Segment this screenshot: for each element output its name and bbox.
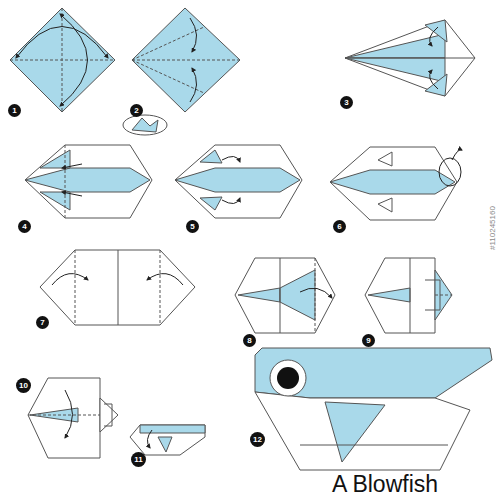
- callout-number: 7: [36, 316, 49, 329]
- step-1-square: [10, 60, 115, 61]
- step-3-kite: [430, 70, 438, 89]
- step-2-square: [132, 60, 204, 93]
- step-8-folded-body: [238, 288, 280, 302]
- step-12-blowfish: [325, 402, 385, 462]
- step-8-folded-body: [235, 258, 335, 333]
- step-12-blowfish: [255, 348, 492, 470]
- step-6-fish-base: [378, 198, 392, 212]
- step-8-folded-body: [235, 258, 335, 333]
- step-7-hexagon: [52, 274, 88, 285]
- step-12-blowfish: [300, 445, 448, 446]
- step-5-fish-base: [200, 150, 222, 163]
- step-6-fish-base: [452, 150, 462, 160]
- step-7-hexagon: [147, 274, 183, 285]
- callout-number: 3: [340, 96, 353, 109]
- watermark: #110245160: [488, 206, 497, 250]
- callout-number: 10: [16, 378, 31, 393]
- step-8-folded-body: [315, 258, 316, 333]
- step-11-folded-body: [130, 425, 205, 455]
- step-5-fish-base: [200, 197, 222, 210]
- step-3-kite: [345, 20, 475, 96]
- step-9-folded-body: [368, 288, 410, 302]
- step-9-folded-body: [435, 270, 452, 320]
- step-8-folded-body: [280, 258, 281, 333]
- step-4-fish-base: [25, 145, 152, 218]
- step-6-fish-base: [330, 147, 462, 220]
- step-7-hexagon: [160, 250, 161, 325]
- callout-number: 2: [130, 104, 143, 117]
- step-6-fish-base: [330, 170, 455, 194]
- step-1-square: [16, 27, 108, 59]
- step-2-square: [132, 8, 240, 112]
- step-12-blowfish: [255, 348, 262, 355]
- step-5-fish-base: [222, 156, 240, 162]
- step-3-kite: [345, 20, 475, 96]
- step-10-folded-body: [28, 378, 118, 458]
- callout-number: 12: [250, 432, 265, 447]
- step-1-square: [60, 14, 88, 106]
- step-3-kite: [425, 74, 447, 96]
- step-2-square: [132, 8, 240, 112]
- step-3-kite: [430, 27, 438, 46]
- step-7-hexagon: [75, 250, 76, 325]
- step-2-square: [190, 68, 197, 102]
- step-10-folded-body: [104, 404, 112, 426]
- step-2-square: [132, 60, 240, 61]
- step-10-folded-body: [28, 415, 100, 416]
- drawing-part: [10, 8, 492, 470]
- step-4-fish-base: [25, 115, 167, 218]
- step-10-folded-body: [28, 378, 100, 458]
- step-9-folded-body: [410, 258, 411, 333]
- callout-number: 5: [186, 220, 199, 233]
- step-10-folded-body: [100, 398, 118, 432]
- step-4-fish-base: [132, 118, 158, 132]
- step-8-folded-body: [280, 270, 315, 320]
- step-1-square: [10, 8, 115, 112]
- step-7-hexagon: [118, 250, 119, 325]
- step-6-fish-base: [378, 152, 392, 166]
- step-5-fish-base: [222, 198, 240, 204]
- callout-number: 8: [243, 334, 256, 347]
- step-5-fish-base: [175, 145, 302, 218]
- step-4-fish-base: [25, 168, 150, 192]
- step-2-square: [190, 18, 197, 52]
- step-9-folded-body: [365, 258, 452, 333]
- step-12-blowfish: [270, 360, 306, 396]
- step-11-folded-body: [147, 430, 152, 448]
- callout-number: 6: [333, 220, 346, 233]
- step-10-folded-body: [65, 390, 73, 438]
- callout-number: 11: [131, 452, 146, 467]
- step-3-kite: [345, 58, 475, 59]
- step-9-folded-body: [435, 295, 452, 296]
- step-6-fish-base: [330, 147, 457, 220]
- step-6-fish-base: [439, 158, 461, 186]
- step-4-fish-base: [62, 192, 82, 196]
- step-4-fish-base: [65, 145, 66, 218]
- step-11-folded-body: [158, 437, 172, 452]
- step-5-fish-base: [175, 145, 302, 218]
- step-3-kite: [425, 20, 447, 42]
- step-7-hexagon: [40, 250, 195, 325]
- step-8-folded-body: [300, 288, 332, 298]
- step-5-fish-base: [175, 168, 300, 192]
- step-7-hexagon: [40, 250, 195, 325]
- callout-number: 1: [8, 104, 21, 117]
- step-4-fish-base: [62, 164, 82, 168]
- diagram-title: A Blowfish: [332, 471, 438, 498]
- step-12-blowfish: [277, 367, 299, 389]
- callout-number: 9: [362, 334, 375, 347]
- step-9-folded-body: [365, 258, 435, 333]
- step-12-blowfish: [255, 348, 492, 398]
- step-11-folded-body: [140, 425, 205, 433]
- step-11-folded-body: [130, 425, 205, 455]
- callout-number: 4: [18, 220, 31, 233]
- step-1-square: [10, 8, 115, 112]
- step-4-fish-base: [123, 115, 167, 135]
- step-2-square: [132, 27, 204, 60]
- step-12-blowfish: [255, 392, 470, 470]
